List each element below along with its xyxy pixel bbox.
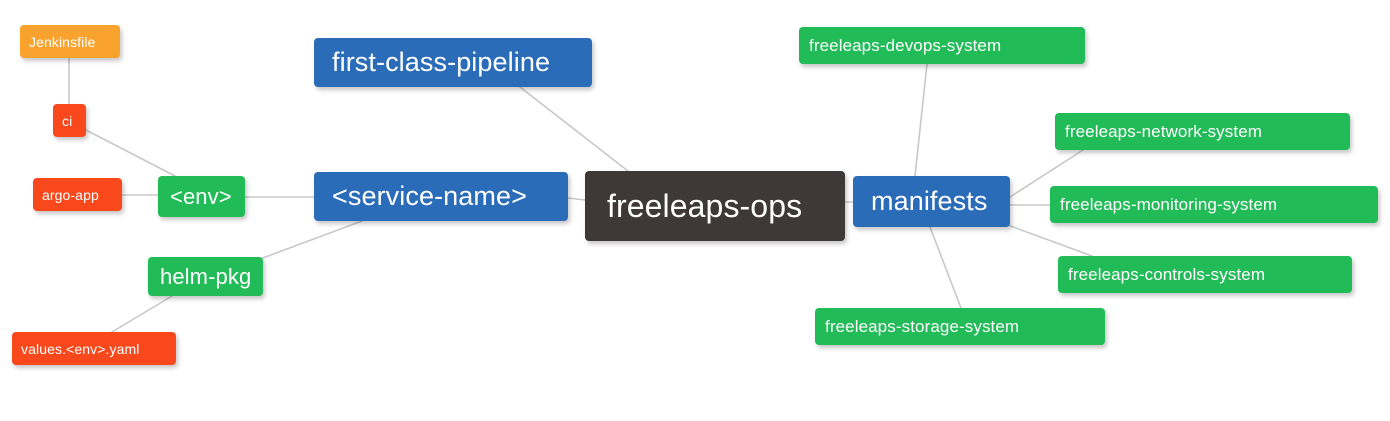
node-label-env: <env> [170,183,232,209]
edge-service-helm [251,220,363,263]
node-label-freeleaps-network-system: freeleaps-network-system [1065,122,1263,141]
mindmap-node-env[interactable]: <env> [158,176,245,217]
mindmap-node-manifests[interactable]: manifests [853,176,1010,227]
edge-env-ci [85,129,176,177]
mindmap-node-freeleaps-controls-system[interactable]: freeleaps-controls-system [1058,256,1352,293]
edge-root-service [567,197,586,201]
mindmap-node-ci[interactable]: ci [53,104,86,137]
node-label-values-yaml: values.<env>.yaml [21,340,140,357]
node-label-jenkinsfile: Jenkinsfile [29,33,96,50]
edge-root-pipeline [519,86,629,172]
mindmap-node-freeleaps-storage-system[interactable]: freeleaps-storage-system [815,308,1105,345]
mindmap-node-argo-app[interactable]: argo-app [33,178,122,211]
mindmap-node-values-yaml[interactable]: values.<env>.yaml [12,332,176,365]
edge-manifests-devops [914,63,928,177]
node-label-freeleaps-storage-system: freeleaps-storage-system [825,317,1020,336]
node-label-freeleaps-monitoring-system: freeleaps-monitoring-system [1060,195,1278,214]
node-label-argo-app: argo-app [42,186,99,203]
mindmap-node-freeleaps-ops[interactable]: freeleaps-ops [585,171,845,241]
edge-helm-values [111,295,173,333]
mindmap-node-freeleaps-devops-system[interactable]: freeleaps-devops-system [799,27,1085,64]
node-label-freeleaps-controls-system: freeleaps-controls-system [1068,265,1266,284]
node-label-service-name: <service-name> [332,181,527,211]
mindmap-node-first-class-pipeline[interactable]: first-class-pipeline [314,38,592,87]
node-label-manifests: manifests [871,186,988,216]
mindmap-node-service-name[interactable]: <service-name> [314,172,568,221]
node-label-freeleaps-ops: freeleaps-ops [607,188,803,224]
edge-manifests-controls [1004,223,1093,257]
node-label-first-class-pipeline: first-class-pipeline [332,47,551,77]
mindmap-node-jenkinsfile[interactable]: Jenkinsfile [20,25,120,58]
mindmap-node-freeleaps-monitoring-system[interactable]: freeleaps-monitoring-system [1050,186,1378,223]
edge-manifests-storage [929,226,962,309]
mindmap-node-helm-pkg[interactable]: helm-pkg [148,257,263,296]
node-label-ci: ci [62,112,73,129]
mindmap-node-freeleaps-network-system[interactable]: freeleaps-network-system [1055,113,1350,150]
node-label-helm-pkg: helm-pkg [160,263,252,289]
node-label-freeleaps-devops-system: freeleaps-devops-system [809,36,1002,55]
